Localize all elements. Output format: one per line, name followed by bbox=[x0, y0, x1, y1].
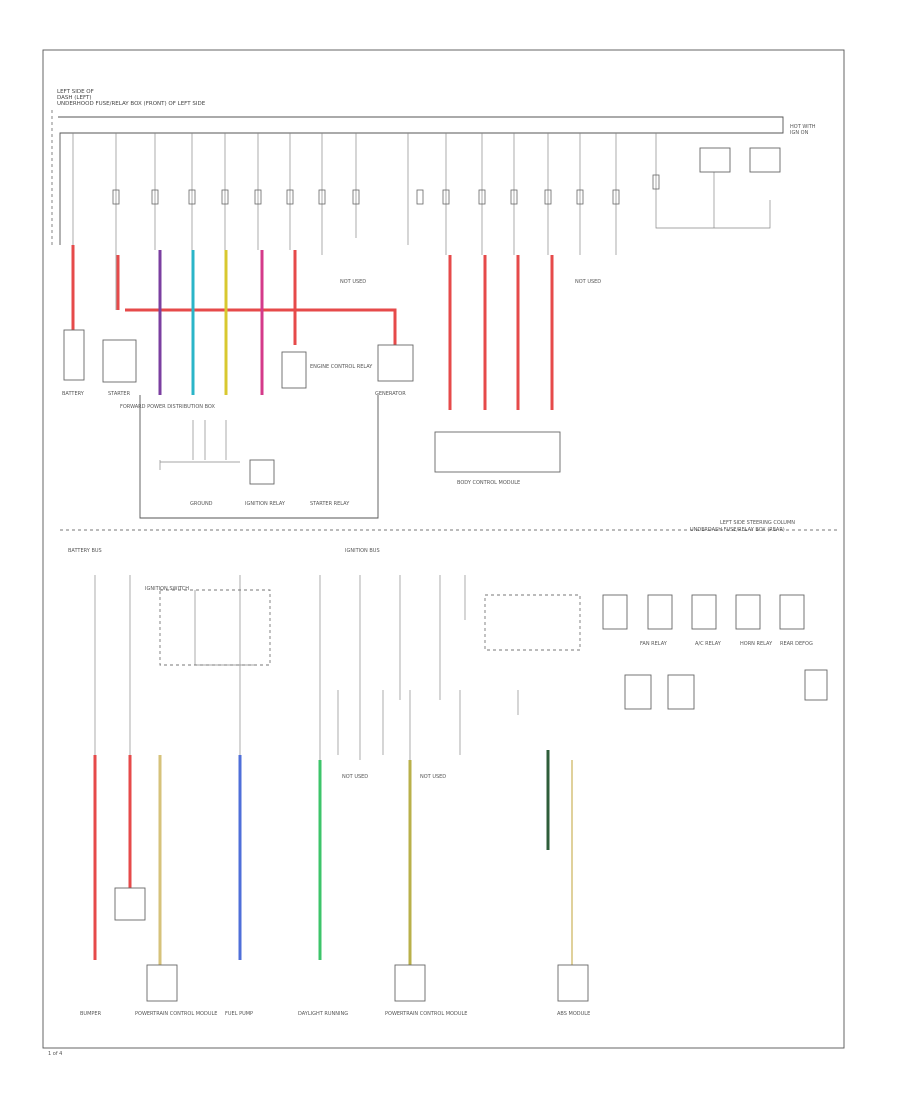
ignition-relay-label: IGNITION RELAY bbox=[245, 501, 286, 507]
a-relay-label: A/C RELAY bbox=[695, 641, 722, 647]
ignition-bus-label: IGNITION BUS bbox=[345, 548, 380, 554]
relay-e bbox=[779, 594, 805, 630]
relay-group-1 bbox=[484, 594, 581, 651]
ground-taps bbox=[159, 420, 240, 470]
bumper-label: BUMPER bbox=[80, 1011, 102, 1017]
bottom-colored-wires bbox=[93, 750, 573, 965]
generator-box bbox=[377, 344, 414, 382]
relay-g bbox=[667, 674, 695, 710]
powertrain-label-1: POWERTRAIN CONTROL MODULE bbox=[135, 1011, 217, 1017]
page-number: 1 of 4 bbox=[48, 1051, 62, 1057]
relay-b bbox=[647, 594, 673, 630]
rear-defog-label: REAR DEFOG bbox=[780, 641, 813, 647]
fan-relay-label: FAN RELAY bbox=[640, 641, 668, 647]
powertrain-box-1 bbox=[146, 964, 178, 1002]
body-control-box bbox=[434, 431, 561, 473]
not-used-2: NOT USED bbox=[575, 279, 601, 285]
abs-box bbox=[557, 964, 589, 1002]
header-3: UNDERHOOD FUSE/RELAY BOX (FRONT) OF LEFT… bbox=[57, 101, 206, 107]
relay-f bbox=[624, 674, 652, 710]
fuel-label: FUEL PUMP bbox=[225, 1011, 253, 1017]
ground-label: GROUND bbox=[190, 501, 213, 507]
top-fuse-column bbox=[72, 133, 771, 310]
horn-relay-label: HORN RELAY bbox=[740, 641, 773, 647]
starter-label: STARTER bbox=[108, 391, 131, 397]
right-top-label: HOT WITH bbox=[790, 124, 816, 130]
abs-label: ABS MODULE bbox=[557, 1011, 590, 1017]
left-side-bottom-label: LEFT SIDE STEERING COLUMN bbox=[720, 520, 795, 526]
relay-box-b bbox=[749, 147, 781, 173]
starter-box bbox=[102, 339, 137, 383]
diagram-frame bbox=[42, 49, 845, 1049]
ignition-switch-label: IGNITION SWITCH bbox=[145, 586, 189, 592]
left-side-bottom-label-2: UNDERDASH FUSE/RELAY BOX (REAR) bbox=[690, 527, 785, 533]
not-used-4: NOT USED bbox=[420, 774, 446, 780]
starter-relay-label: STARTER RELAY bbox=[310, 501, 350, 507]
relay-c bbox=[691, 594, 717, 630]
battery-label: BATTERY bbox=[62, 391, 85, 397]
relay-a bbox=[602, 594, 628, 630]
body-control-label: BODY CONTROL MODULE bbox=[457, 480, 520, 486]
powertrain-box-2 bbox=[394, 964, 426, 1002]
ground-enclosure bbox=[139, 395, 379, 519]
battery-symbol bbox=[63, 329, 85, 381]
fwd-relay-label: FORWARD POWER DISTRIBUTION BOX bbox=[120, 404, 216, 410]
ignition-relay-box bbox=[249, 459, 275, 485]
top-red-wires bbox=[71, 245, 554, 410]
header-1: LEFT SIDE OF bbox=[57, 89, 94, 95]
bottom-fuse-column bbox=[94, 575, 519, 760]
battery-bus-label: BATTERY BUS bbox=[68, 548, 102, 554]
header-2: DASH (LEFT) bbox=[57, 95, 92, 101]
not-used-1: NOT USED bbox=[340, 279, 366, 285]
powertrain-label-2: POWERTRAIN CONTROL MODULE bbox=[385, 1011, 467, 1017]
relay-d bbox=[735, 594, 761, 630]
relay-module-label: ENGINE CONTROL RELAY bbox=[310, 364, 373, 370]
relay-box-c bbox=[281, 351, 307, 389]
ignition-switch-box bbox=[159, 589, 271, 666]
not-used-3: NOT USED bbox=[342, 774, 368, 780]
generator-label: GENERATOR bbox=[375, 391, 406, 397]
fuel-relay-box bbox=[114, 887, 146, 921]
relay-box-a bbox=[699, 147, 731, 173]
daylight-label: DAYLIGHT RUNNING bbox=[298, 1011, 348, 1017]
relay-h bbox=[804, 669, 828, 701]
right-top-label-2: IGN ON bbox=[790, 130, 809, 136]
top-bus-line bbox=[58, 116, 784, 245]
top-fuses bbox=[112, 174, 660, 205]
